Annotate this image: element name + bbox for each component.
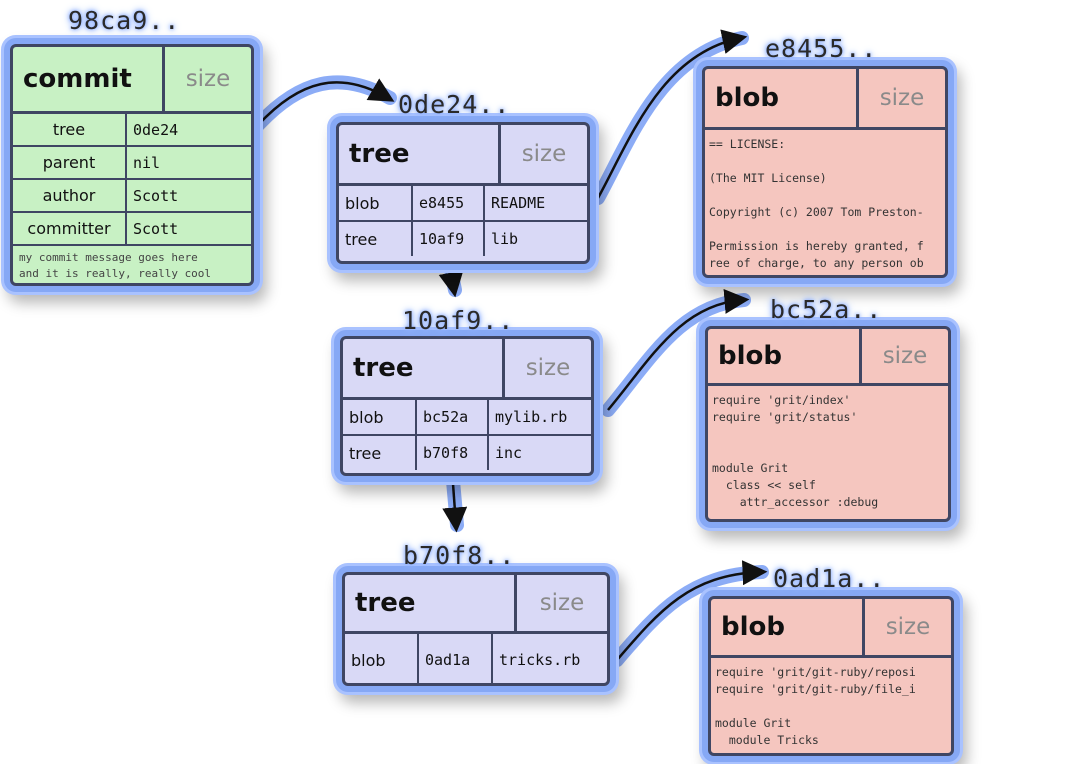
object-size: size — [521, 141, 567, 167]
tree-header: tree size — [343, 339, 591, 400]
arrow-tree-to-blob-bc52a — [607, 288, 750, 411]
tree-entry: tree 10af9 lib — [339, 221, 587, 256]
tree-object: tree size blob bc52a mylib.rb tree b70f8… — [340, 336, 594, 476]
arrow-tree-to-blob-0ad1a — [616, 560, 768, 661]
tree-entry: blob bc52a mylib.rb — [343, 400, 591, 436]
blob-header: blob size — [711, 599, 951, 658]
entry-sha: e8455 — [412, 186, 485, 222]
commit-row: committer Scott — [13, 212, 251, 244]
object-size: size — [885, 614, 931, 640]
commit-value: Scott — [126, 179, 251, 213]
commit-hash-label: 98ca9.. — [68, 6, 181, 35]
entry-sha: 10af9 — [412, 221, 485, 256]
commit-key: tree — [13, 114, 127, 147]
tree-object: tree size blob e8455 README tree 10af9 l… — [336, 122, 590, 264]
blob-hash-label: 0ad1a.. — [773, 564, 886, 593]
object-type: blob — [708, 329, 862, 383]
commit-key: parent — [13, 146, 127, 180]
commit-value: nil — [126, 146, 251, 180]
object-size: size — [525, 355, 571, 381]
commit-row: tree 0de24 — [13, 114, 251, 147]
blob-content: require 'grit/git-ruby/reposi require 'g… — [715, 665, 916, 747]
tree-header: tree size — [339, 125, 587, 186]
object-type: blob — [711, 599, 865, 655]
tree-entries: blob bc52a mylib.rb tree b70f8 inc — [343, 400, 591, 470]
entry-name: lib — [491, 230, 519, 248]
tree-entry: tree b70f8 inc — [343, 435, 591, 470]
tree-hash-label: 0de24.. — [398, 90, 511, 119]
entry-name: inc — [495, 444, 523, 462]
entry-sha: bc52a — [416, 400, 489, 436]
commit-object: commit size tree 0de24 parent nil author… — [10, 44, 254, 286]
blob-object: blob size require 'grit/git-ruby/reposi … — [708, 596, 954, 756]
object-type: tree — [345, 575, 517, 631]
arrow-tree-to-blob-e8455 — [596, 29, 748, 199]
entry-kind: blob — [339, 186, 413, 222]
tree-hash-label: b70f8.. — [403, 541, 516, 570]
entry-name: tricks.rb — [499, 651, 581, 669]
blob-object: blob size == LICENSE: (The MIT License) … — [702, 66, 948, 278]
blob-content: == LICENSE: (The MIT License) Copyright … — [709, 137, 924, 270]
tree-header: tree size — [345, 575, 607, 634]
commit-header: commit size — [13, 47, 251, 114]
commit-row: author Scott — [13, 179, 251, 213]
commit-message-line: my commit message goes here — [19, 251, 198, 264]
tree-object: tree size blob 0ad1a tricks.rb — [342, 572, 610, 686]
blob-hash-label: bc52a.. — [770, 295, 883, 324]
arrow-tree-to-tree-b70f8 — [442, 469, 468, 533]
entry-name: README — [484, 186, 587, 222]
tree-entry: blob e8455 README — [339, 186, 587, 222]
tree-entries: blob e8455 README tree 10af9 lib — [339, 186, 587, 256]
commit-key: committer — [13, 212, 127, 244]
commit-value: 0de24 — [126, 114, 251, 147]
object-size: size — [879, 85, 925, 111]
commit-key: author — [13, 179, 127, 213]
entry-sha: b70f8 — [416, 435, 489, 470]
entry-kind: blob — [345, 634, 419, 683]
blob-object: blob size require 'grit/index' require '… — [705, 326, 951, 522]
arrow-commit-to-tree — [257, 78, 395, 126]
entry-kind: tree — [339, 221, 413, 256]
commit-fields: tree 0de24 parent nil author Scott commi… — [13, 114, 251, 244]
blob-header: blob size — [705, 69, 945, 130]
commit-value: Scott — [133, 219, 179, 238]
blob-hash-label: e8455.. — [765, 34, 878, 63]
tree-entries: blob 0ad1a tricks.rb — [345, 634, 607, 683]
entry-sha: 0ad1a — [418, 634, 493, 683]
blob-content: require 'grit/index' require 'grit/statu… — [712, 393, 879, 509]
object-size: size — [185, 66, 231, 92]
object-type: tree — [339, 125, 501, 183]
tree-hash-label: 10af9.. — [402, 306, 515, 335]
entry-kind: blob — [343, 400, 417, 436]
object-size: size — [882, 343, 928, 369]
commit-message-line: and it is really, really cool — [19, 267, 212, 280]
entry-kind: tree — [343, 435, 417, 470]
entry-name: mylib.rb — [488, 400, 591, 436]
tree-entry: blob 0ad1a tricks.rb — [345, 634, 607, 683]
object-size: size — [539, 590, 585, 616]
object-type: tree — [343, 339, 505, 397]
object-type: commit — [13, 47, 165, 111]
object-type: blob — [705, 69, 859, 127]
commit-message: my commit message goes here and it is re… — [13, 244, 251, 283]
commit-row: parent nil — [13, 146, 251, 180]
blob-header: blob size — [708, 329, 948, 386]
